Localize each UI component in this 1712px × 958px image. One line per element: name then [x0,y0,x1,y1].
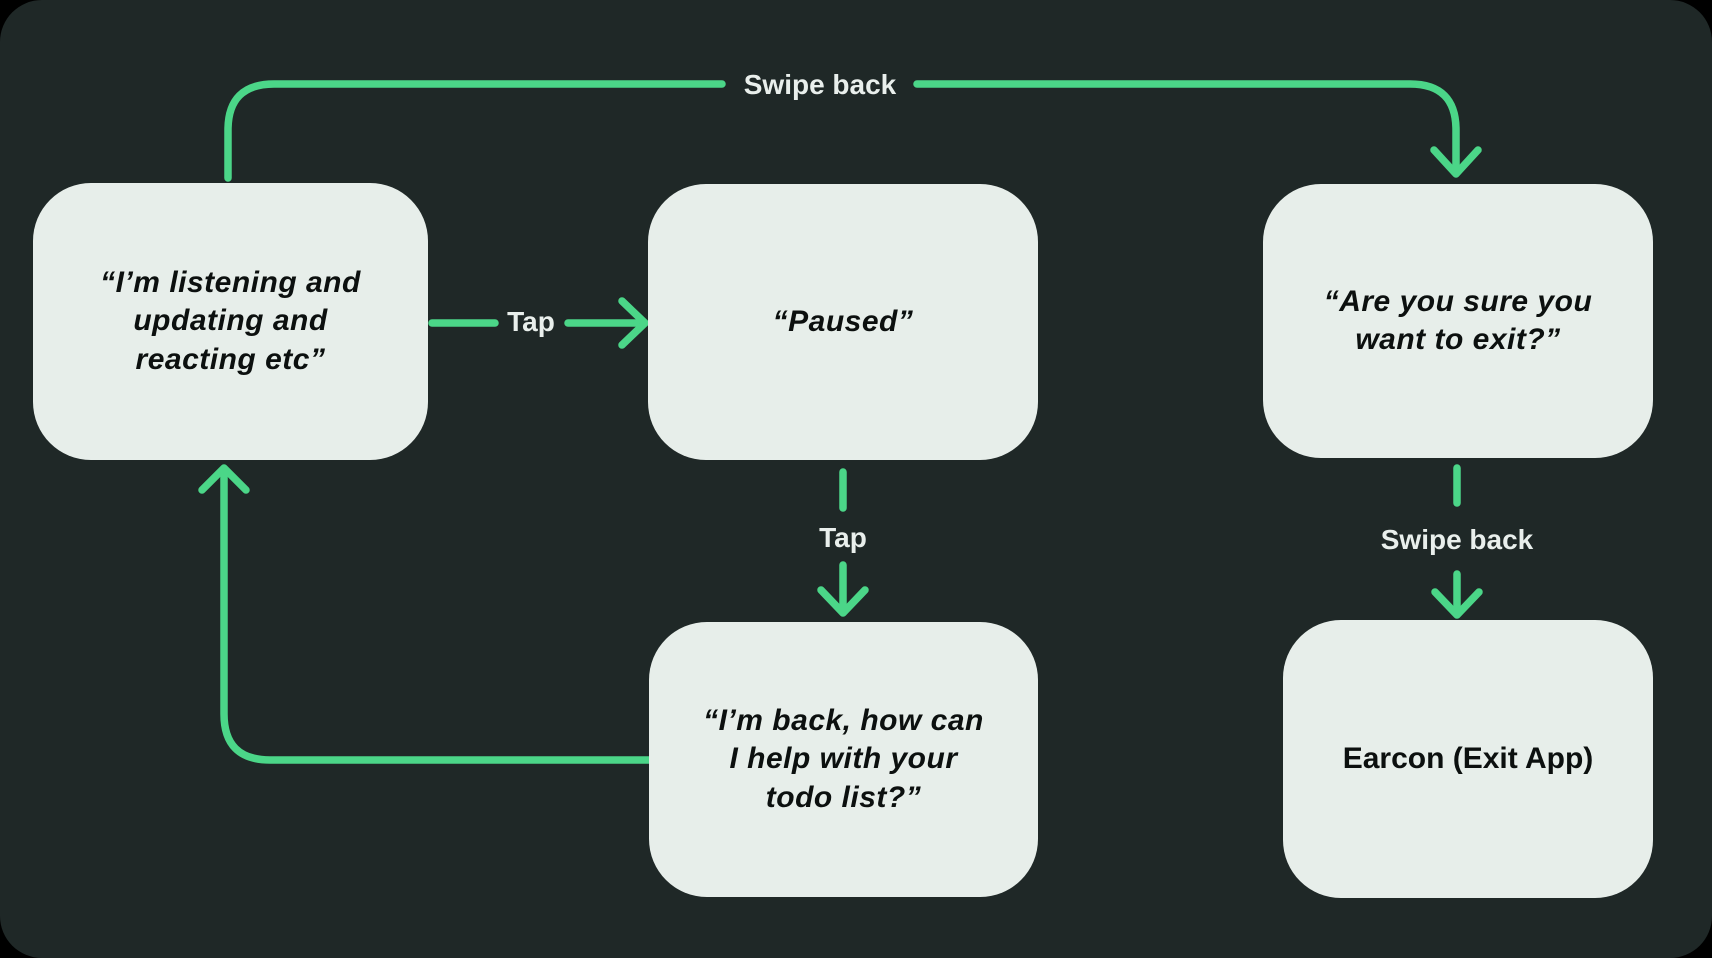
node-listening-label: “I’m listening and updating and reacting… [100,265,361,376]
edge-label-tap-vertical: Tap [819,522,867,553]
node-earcon-exit: Earcon (Exit App) [1283,620,1653,898]
edge-label-swipe-back-right: Swipe back [1380,524,1534,555]
node-earcon-exit-label: Earcon (Exit App) [1342,741,1594,775]
node-back-todo-label: “I’m back, how can I help with your todo… [703,703,984,814]
node-paused-label: “Paused” [772,304,914,338]
node-confirm-exit: “Are you sure you want to exit?” [1263,184,1653,458]
node-confirm-exit-label: “Are you sure you want to exit?” [1323,284,1593,356]
node-listening: “I’m listening and updating and reacting… [33,183,428,460]
node-back-todo: “I’m back, how can I help with your todo… [649,622,1038,897]
node-paused: “Paused” [648,184,1038,460]
edge-label-tap-horizontal: Tap [507,306,555,337]
edge-label-swipe-back-top: Swipe back [743,69,897,100]
